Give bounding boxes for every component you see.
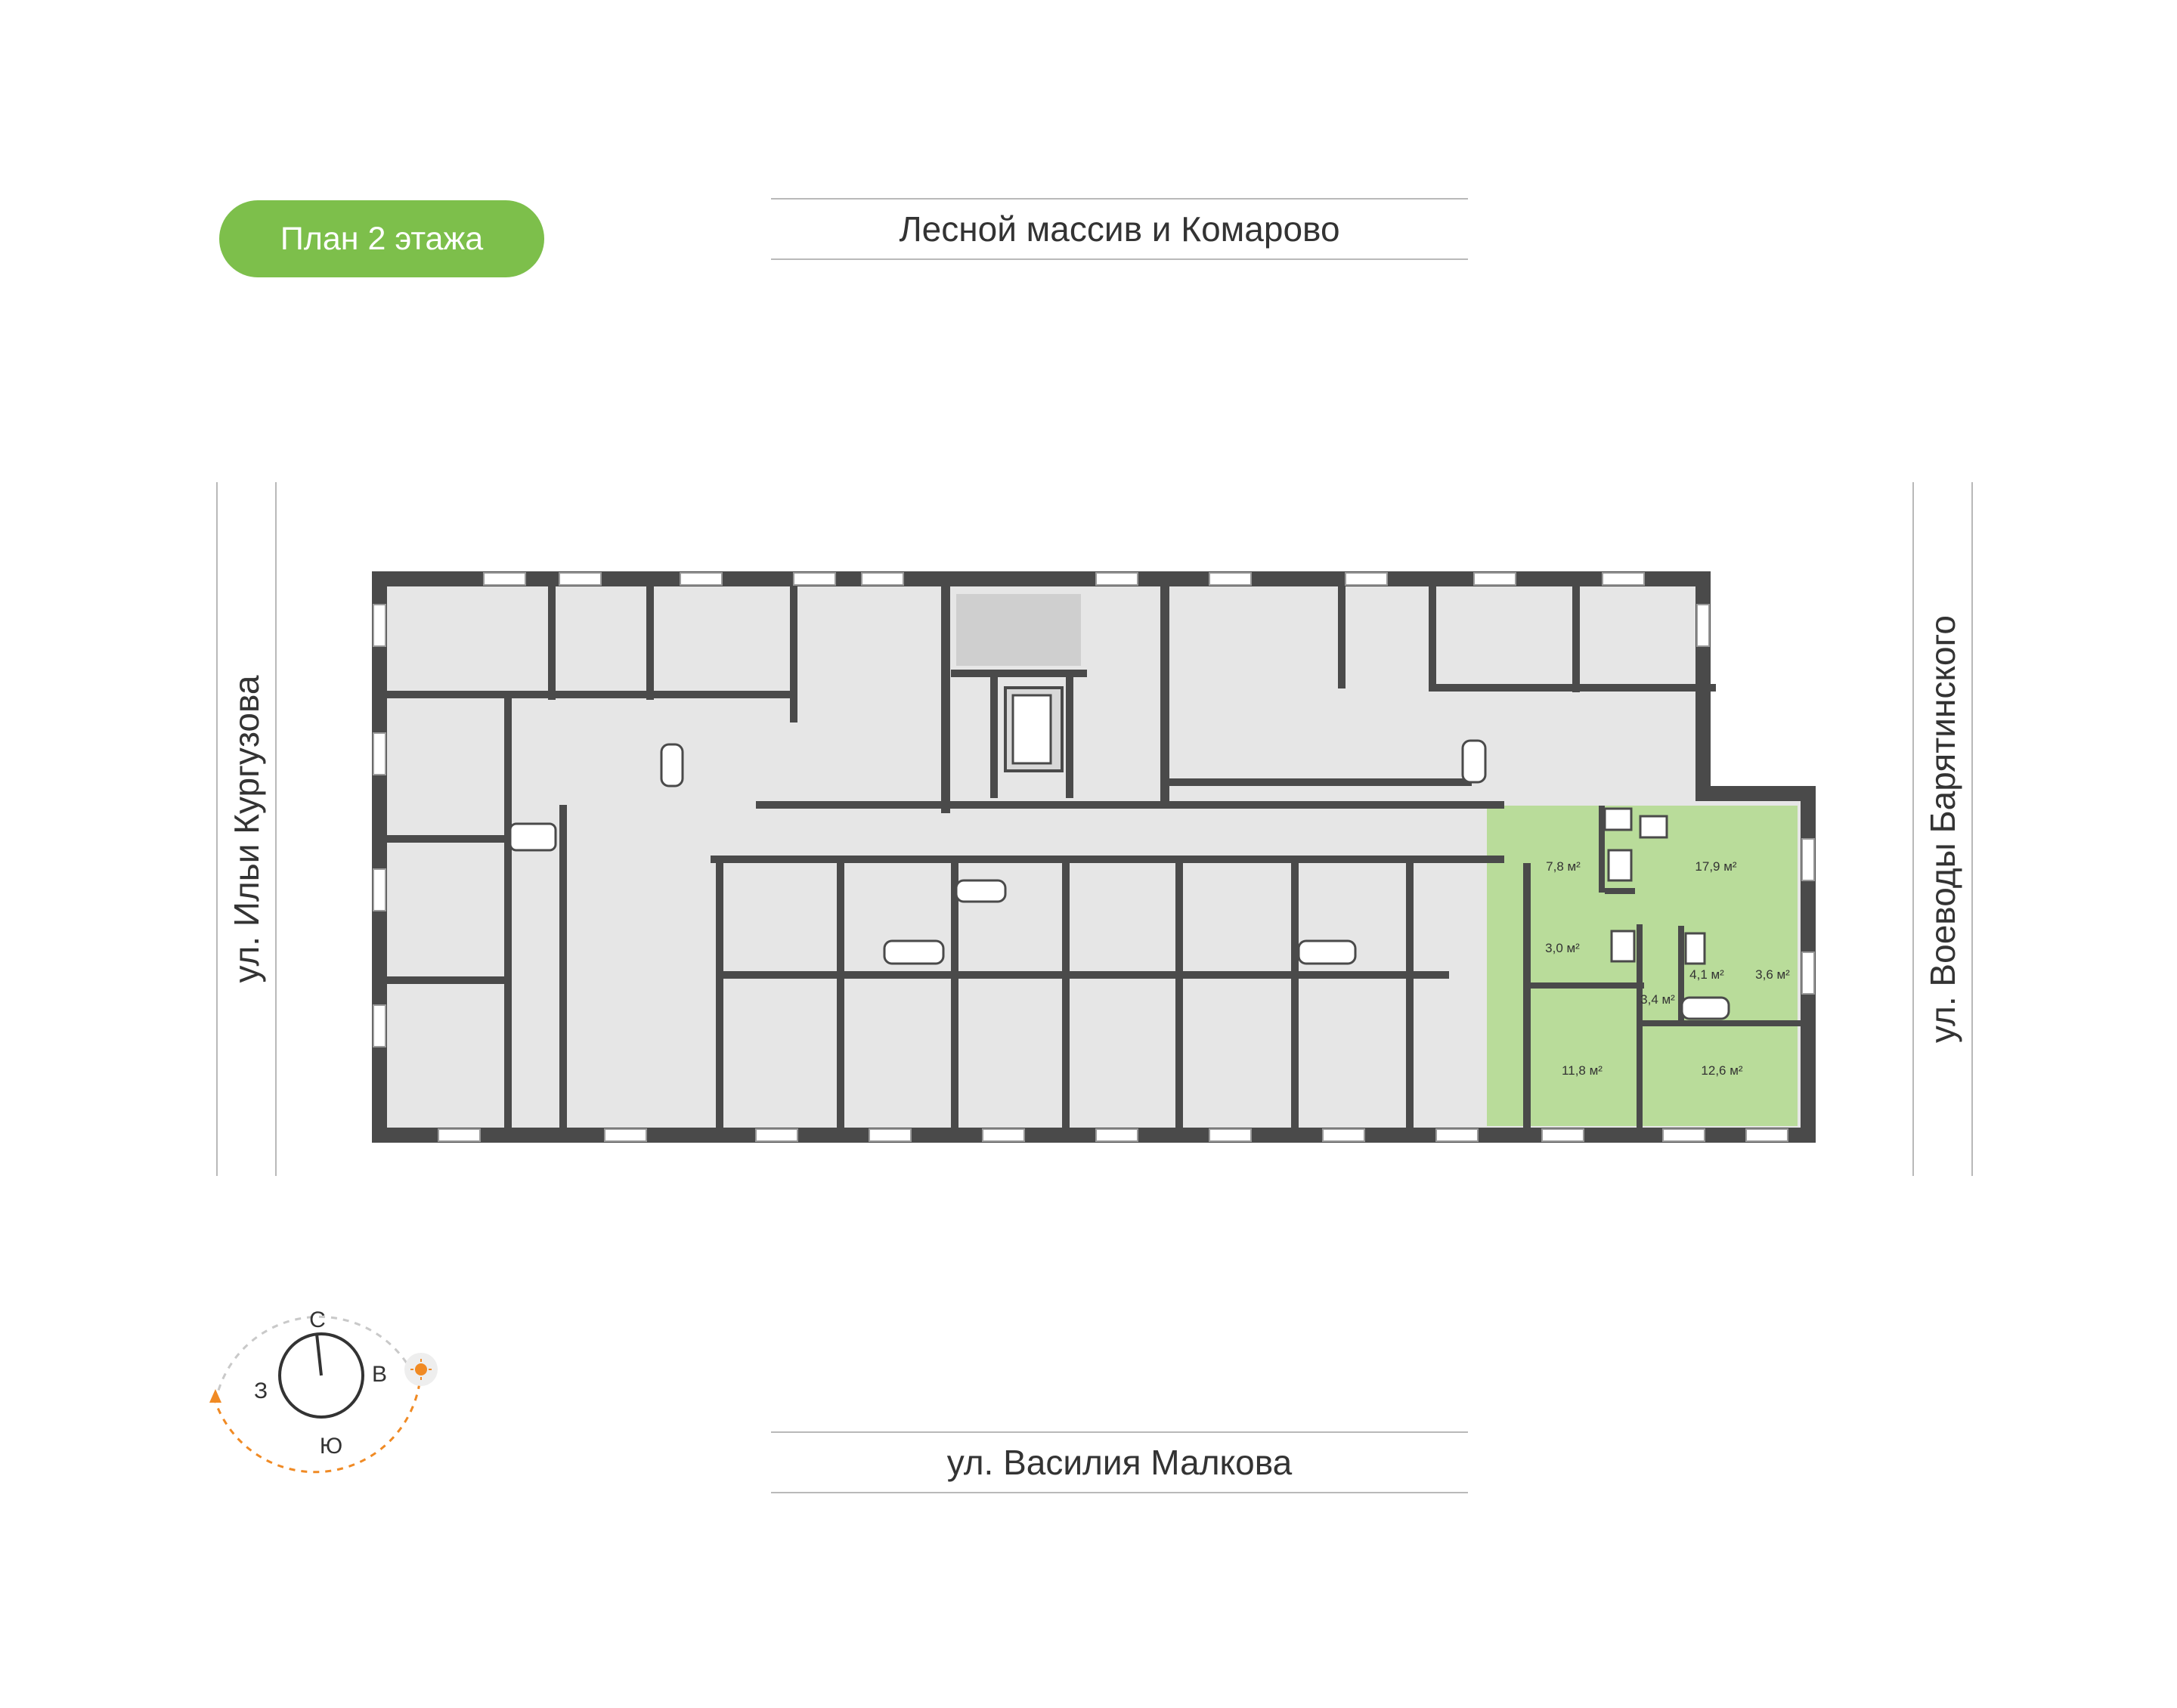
compass-west: З <box>254 1378 268 1403</box>
area-wardrobe: 3,0 м² <box>1545 941 1580 955</box>
street-bottom: ул. Василия Малкова <box>771 1431 1468 1493</box>
compass: С Ю З В <box>209 1307 438 1474</box>
compass-dial <box>278 1332 364 1419</box>
compass-south: Ю <box>320 1434 342 1459</box>
area-bedroom-2: 12,6 м² <box>1701 1063 1742 1078</box>
street-top-label: Лесной массив и Комарово <box>899 209 1340 249</box>
compass-east: В <box>372 1362 387 1387</box>
street-right: ул. Воеводы Барятинского <box>1912 482 1973 1176</box>
area-bedroom-1: 11,8 м² <box>1562 1063 1603 1078</box>
street-left: ул. Ильи Кургузова <box>216 482 277 1176</box>
area-kitchen-living: 17,9 м² <box>1695 859 1736 874</box>
room-areas: 7,8 м² 17,9 м² 3,0 м² 4,1 м² 3,6 м² 3,4 … <box>1545 859 1790 1078</box>
area-bath-1: 4,1 м² <box>1689 967 1724 982</box>
area-hall: 7,8 м² <box>1546 859 1581 874</box>
windows <box>373 572 1815 1142</box>
interior-walls <box>387 586 1801 1130</box>
street-top: Лесной массив и Комарово <box>771 198 1468 260</box>
compass-needle <box>315 1333 323 1376</box>
compass-north: С <box>309 1307 326 1332</box>
sun-icon <box>404 1353 438 1386</box>
fixtures <box>509 694 1730 1020</box>
area-bath-2: 3,6 м² <box>1755 967 1790 982</box>
street-bottom-label: ул. Василия Малкова <box>946 1443 1293 1482</box>
area-corridor: 3,4 м² <box>1640 992 1675 1007</box>
sun-path-arrow-icon <box>209 1389 221 1403</box>
floor-badge: План 2 этажа <box>219 200 544 277</box>
